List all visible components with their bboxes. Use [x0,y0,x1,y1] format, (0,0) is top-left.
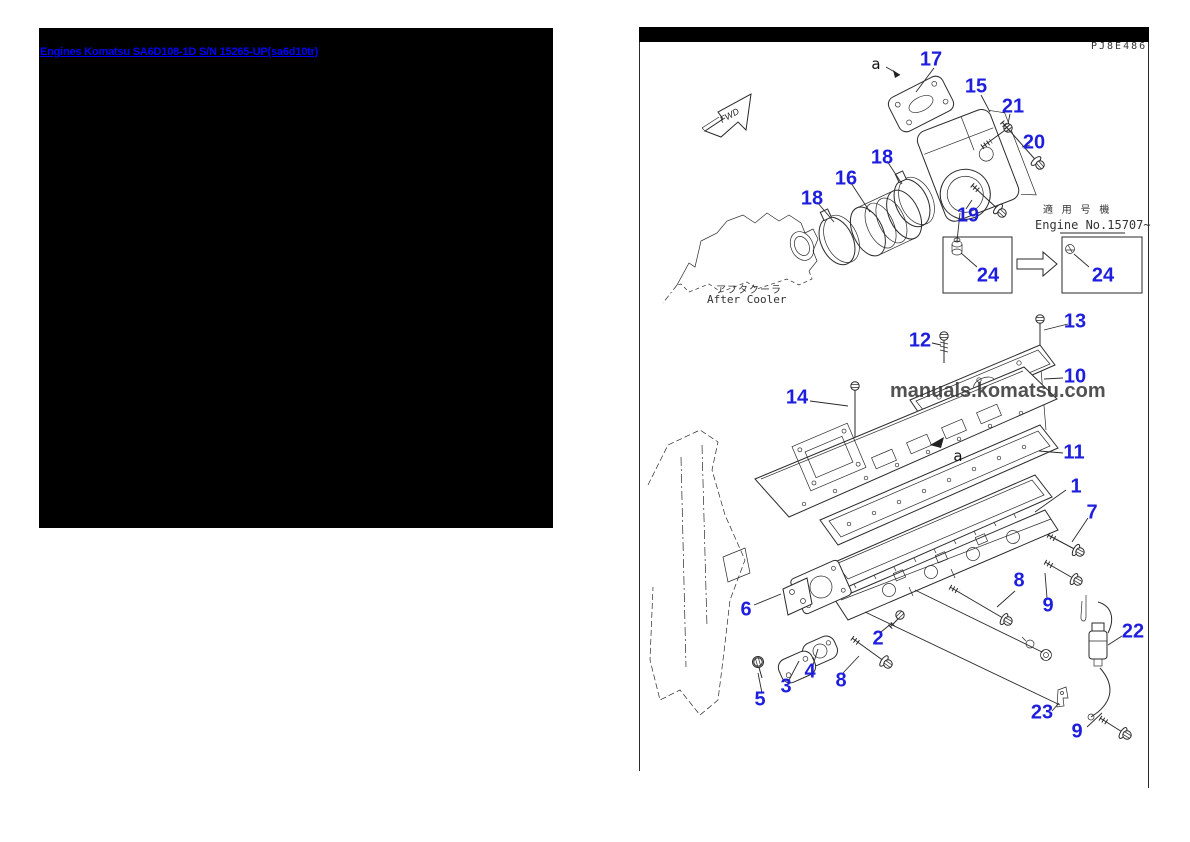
part-callout: 24 [1091,264,1115,287]
leader-lines [753,66,1123,728]
part-callout: 23 [1030,701,1054,724]
watermark: manuals.komatsu.com [890,380,1106,402]
part-callout: 20 [1022,131,1046,154]
fwd-arrow-icon: FWD [701,93,752,138]
part-callout: 5 [754,688,766,711]
plate-code: PJ8E486 [1091,41,1148,52]
section-marker: a [953,447,963,465]
bolt-5 [752,656,764,679]
part-callout: 15 [964,75,988,98]
part-callout: 18 [870,146,894,169]
cover-6 [782,577,813,616]
bolt-9-upper [1043,559,1085,588]
wiring-harness [864,589,1061,706]
part-callout: 6 [740,598,752,621]
gasket-11 [819,424,1059,546]
plate-3 [777,650,817,684]
bolt-21 [980,121,1015,150]
part-callout: 9 [1071,720,1083,743]
engine-block-outline [647,429,751,716]
engine-model-link[interactable]: Engines Komatsu SA6D108-1D S/N 15265-UP(… [40,46,319,58]
bolt-2 [888,608,907,629]
bolt-9-lower [1098,715,1134,742]
part-callout: 17 [919,48,943,71]
clamp-23 [1056,686,1069,708]
part-callout: 18 [800,187,824,210]
after-cooler-label-jp: アフタクーラ [716,285,782,296]
sensor-22 [1080,595,1113,721]
part-callout: 2 [872,627,884,650]
page-preview-panel [39,28,553,528]
bolt-7 [1046,532,1087,559]
plug-icon [1021,636,1035,649]
hose-clamp-18-lower [818,208,860,266]
section-marker: a [871,55,881,73]
part-callout: 19 [956,204,980,227]
bolt-12 [939,331,949,363]
part-callout: 8 [835,669,847,692]
change-arrow-icon [1016,250,1058,278]
bolt-8-right [948,584,1015,628]
connector-housing-15 [916,108,1037,222]
gasket-17 [887,75,955,133]
parts-diagram-drawing: FWD [639,27,1149,788]
part-callout: 21 [1001,95,1025,118]
bolt-20 [999,120,1047,172]
nut-icon [1040,649,1052,661]
after-cooler-label-en: After Cooler [707,293,787,306]
hose-clamp-18-upper [893,170,935,228]
parts-diagram: FWD [639,27,1149,807]
section-a-arrow [930,437,944,448]
part-callout: 11 [1063,441,1085,464]
part-callout: 9 [1042,594,1054,617]
diagram-frame [639,27,1149,788]
connector-tube-16 [849,189,923,257]
part-callout: 3 [780,675,792,698]
part-callout: 14 [785,386,809,409]
bolt-19 [970,182,1009,220]
part-callout: 13 [1063,310,1087,333]
part-callout: 4 [804,660,816,683]
inset-box-24-old [942,212,1013,294]
part-callout: 8 [1013,569,1025,592]
applicable-engine-number: Engine No.15707~ [1035,218,1151,232]
part-callout: 24 [976,264,1000,287]
bolt-8-left [850,635,895,671]
intake-manifold-body [754,366,1058,518]
after-cooler-outline [662,212,819,304]
part-callout: 10 [1063,365,1087,388]
part-callout: 12 [908,329,932,352]
part-callout: 16 [834,167,858,190]
part-callout: 1 [1070,475,1082,498]
part-callout: 22 [1121,620,1145,643]
inset-box-24-new [1061,236,1143,294]
applicable-machine-label-jp: 適 用 号 機 [1043,205,1113,216]
part-callout: 7 [1086,501,1098,524]
